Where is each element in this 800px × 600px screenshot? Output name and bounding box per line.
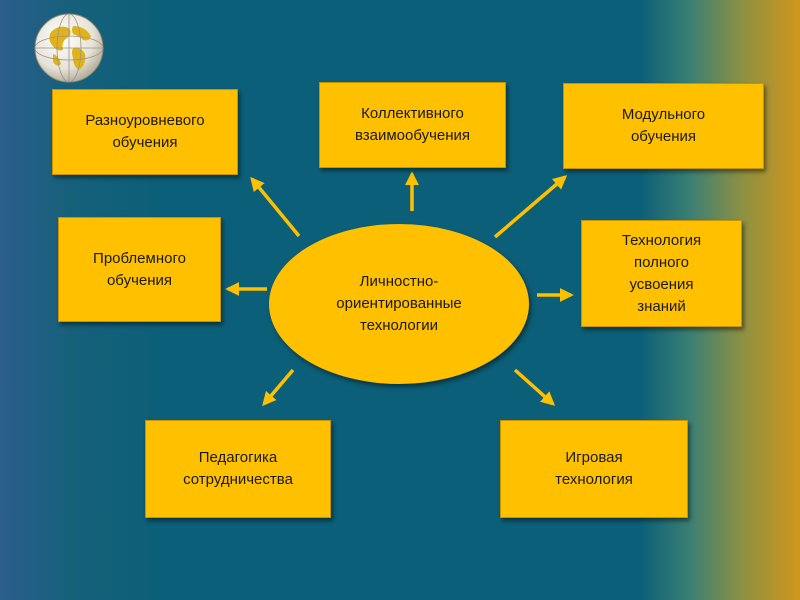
box-modular-learning: Модульного обучения (563, 83, 764, 169)
box-full-mastery-technology-label: Технология полного усвоения знаний (621, 231, 702, 315)
box-game-technology-label: Игровая технология (555, 449, 633, 488)
box-cooperation-pedagogy-label: Педагогика сотрудничества (183, 449, 293, 488)
box-full-mastery-technology: Технология полного усвоения знаний (581, 220, 742, 327)
globe-icon (34, 13, 104, 83)
arrow-to-game (513, 368, 556, 406)
box-cooperation-pedagogy: Педагогика сотрудничества (145, 420, 331, 518)
box-collective-mutual-learning-label: Коллективного взаимообучения (354, 105, 471, 144)
box-multilevel-learning-label: Разноуровневого обучения (85, 112, 205, 151)
arrow-to-modular (493, 175, 568, 239)
box-problem-learning-label: Проблемного обучения (93, 249, 186, 289)
box-multilevel-learning: Разноуровневого обучения (52, 89, 238, 175)
center-label: Личностно- ориентированные технологии (336, 273, 462, 334)
arrow-to-cooperation (262, 368, 295, 407)
box-collective-mutual-learning: Коллективного взаимообучения (319, 82, 506, 168)
arrow-to-multilevel (250, 176, 301, 238)
box-problem-learning: Проблемного обучения (58, 217, 221, 322)
center-ellipse: Личностно- ориентированные технологии (269, 224, 529, 384)
box-modular-learning-label: Модульного обучения (621, 106, 706, 145)
box-game-technology: Игровая технология (500, 420, 688, 518)
